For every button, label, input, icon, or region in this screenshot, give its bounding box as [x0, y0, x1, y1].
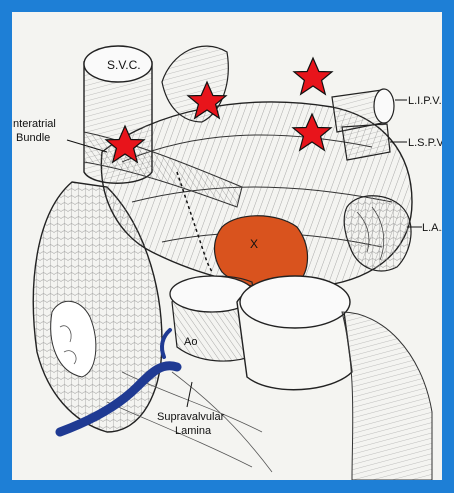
heart-anatomy-diagram: S.V.C. Interatrial Bundle L.I.P.V. L.S.P…	[12, 12, 442, 480]
label-interatrial-line2: Bundle	[16, 132, 50, 144]
label-lipv: L.I.P.V.	[408, 95, 442, 107]
star-marker-2	[294, 58, 332, 94]
label-ao: Ao	[184, 336, 197, 348]
label-lspv: L.S.P.V.	[408, 137, 442, 149]
label-svc: S.V.C.	[107, 58, 141, 72]
label-supravalvular-line1: Supravalvular	[157, 411, 225, 423]
illustration-paper: S.V.C. Interatrial Bundle L.I.P.V. L.S.P…	[12, 12, 442, 480]
label-interatrial-line1: Interatrial	[12, 118, 56, 130]
label-x: X	[250, 237, 258, 251]
label-laa: L.A.A	[422, 222, 442, 234]
label-supravalvular-line2: Lamina	[175, 425, 212, 437]
lipv-opening	[374, 89, 394, 123]
